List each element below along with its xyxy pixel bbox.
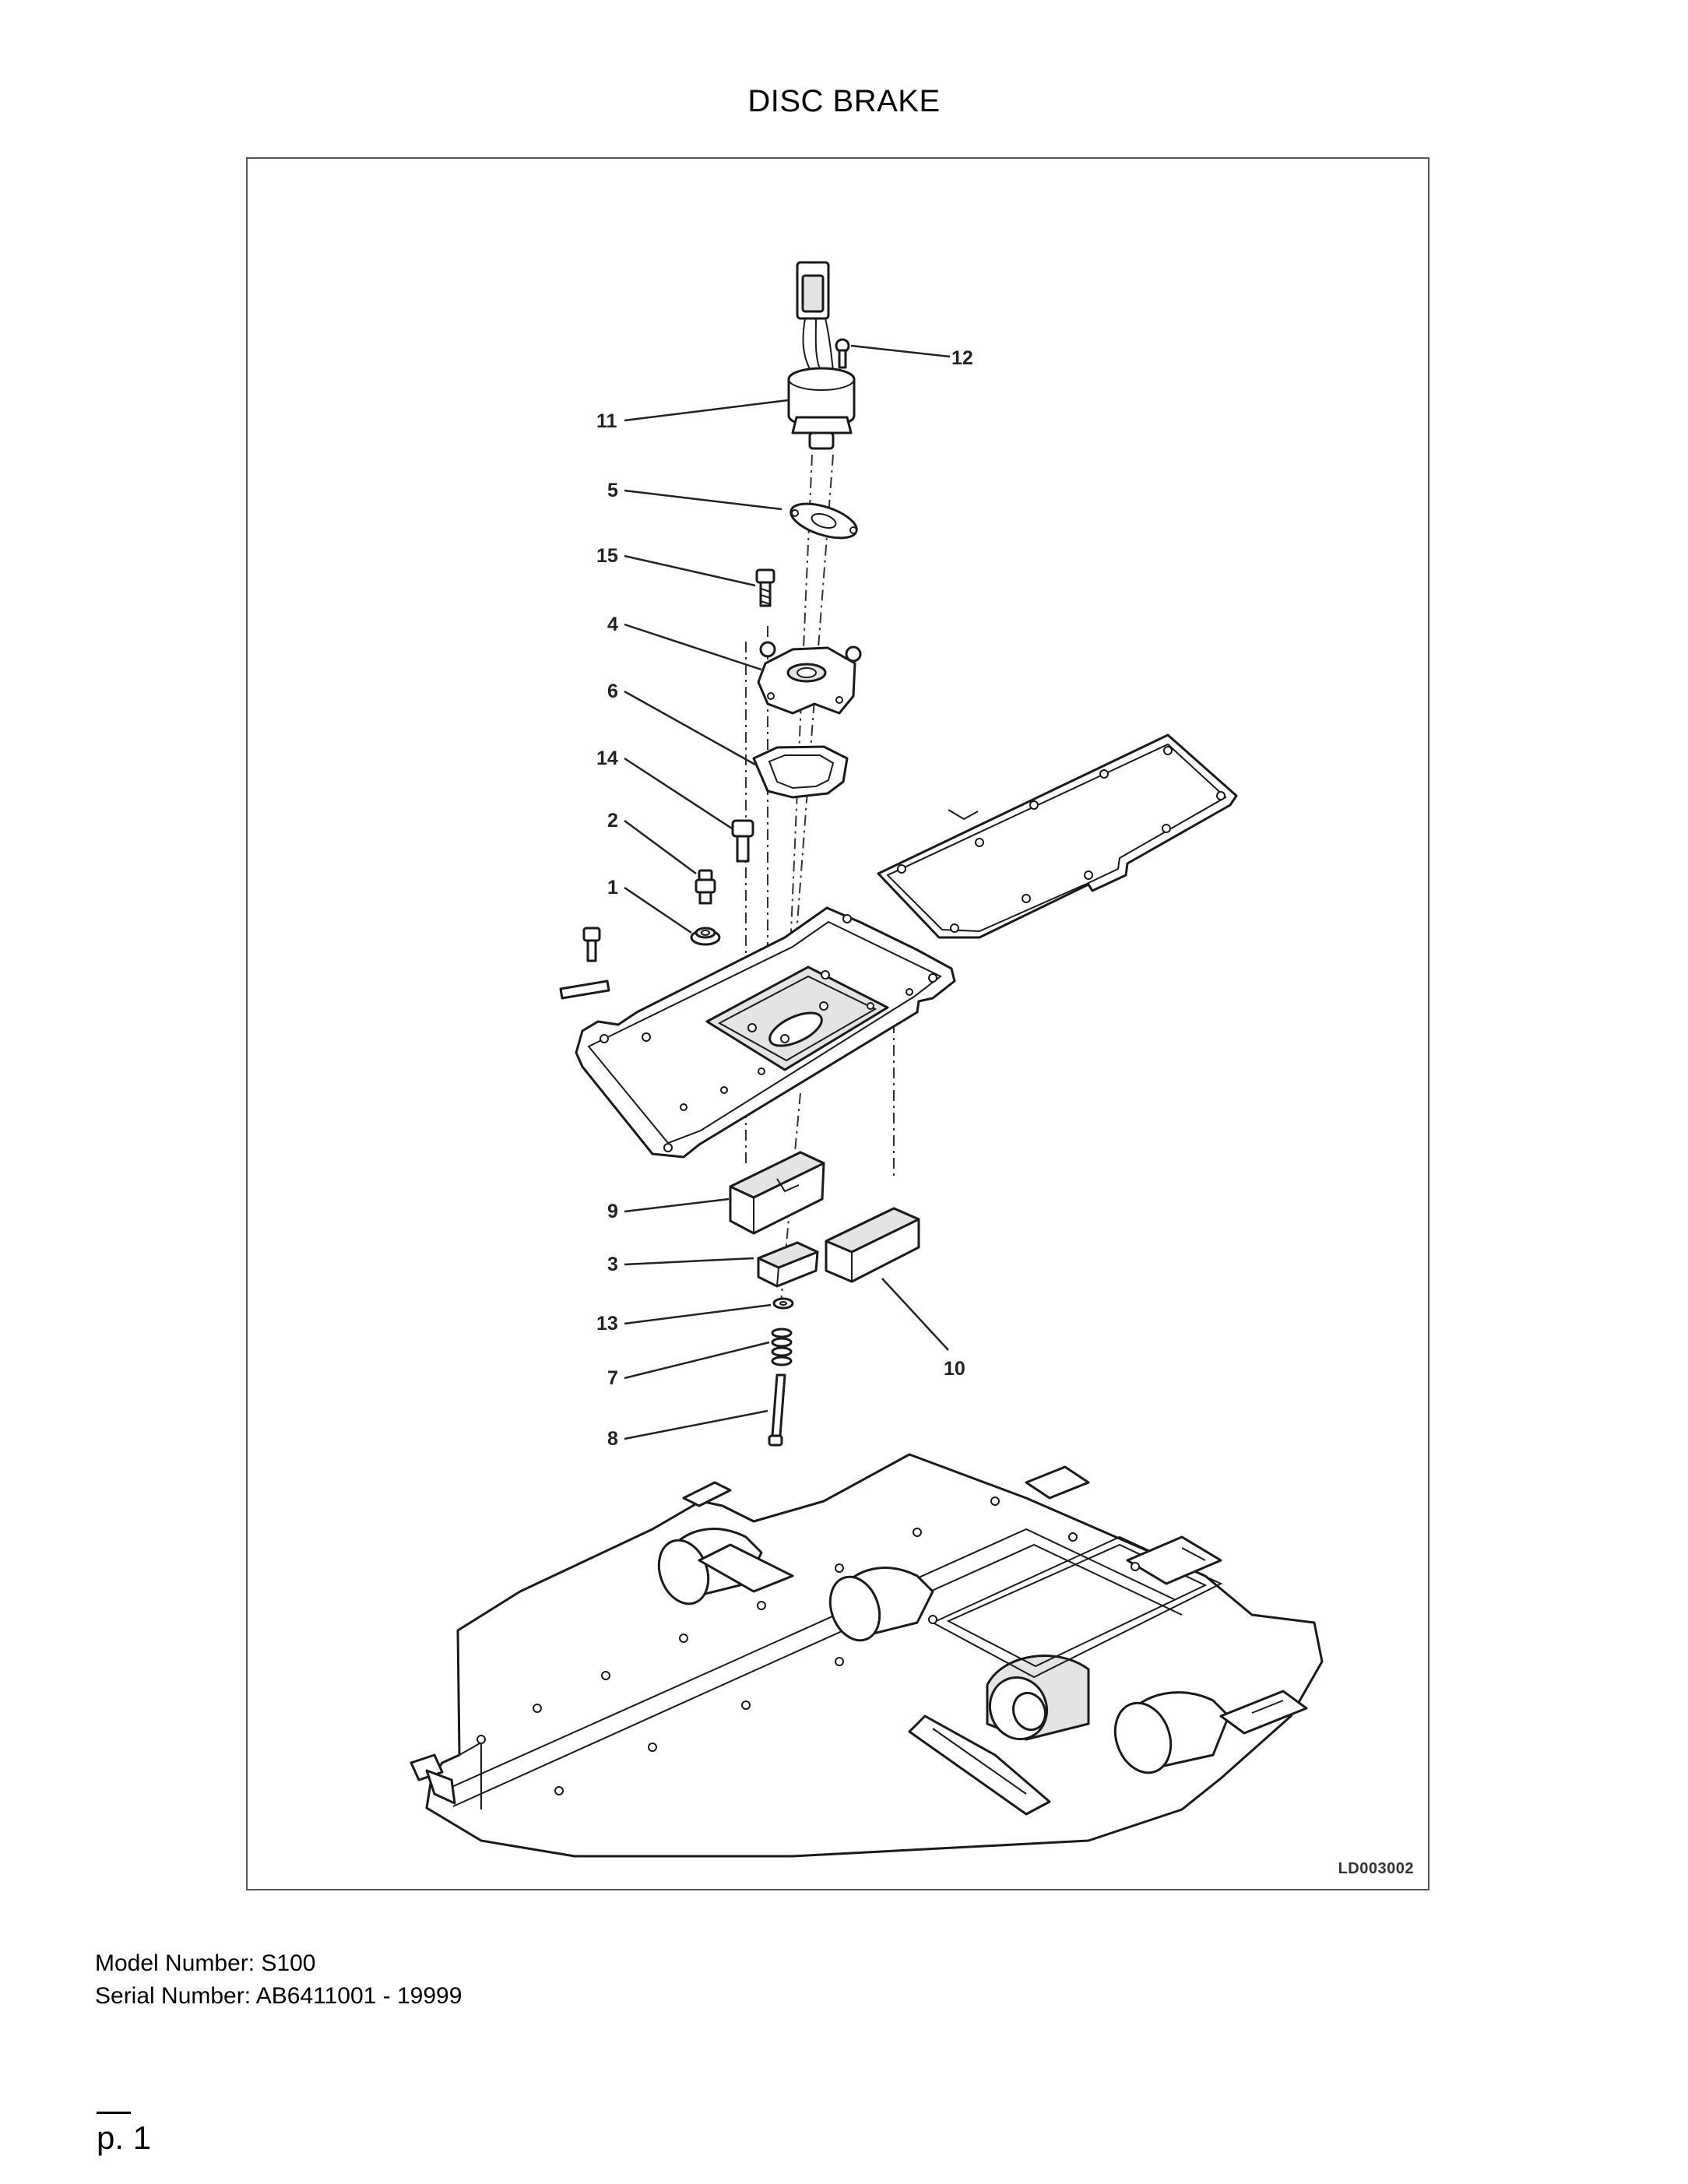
- housing-gasket: [752, 745, 849, 799]
- diagram-frame: 12 11 5 15 4 6 14 2 1 9 3 13 7 8 10 LD00…: [246, 157, 1430, 1890]
- brake-plate: [575, 906, 956, 1159]
- side-clip: [559, 979, 610, 1000]
- page-rule: [97, 2112, 131, 2114]
- callout-2: 2: [607, 810, 618, 832]
- callout-13: 13: [596, 1313, 618, 1335]
- callout-7: 7: [607, 1367, 618, 1389]
- callout-3: 3: [607, 1254, 618, 1275]
- model-number: Model Number: S100: [95, 1950, 316, 1976]
- bolt-large: [731, 819, 754, 863]
- callout-5: 5: [607, 480, 618, 501]
- drawing-reference-code: LD003002: [1338, 1860, 1414, 1877]
- pin: [768, 1373, 786, 1447]
- callout-4: 4: [607, 614, 618, 635]
- page-title: DISC BRAKE: [747, 84, 941, 118]
- callout-14: 14: [596, 747, 618, 769]
- brake-pad-carrier: [729, 1151, 825, 1235]
- small-washer: [772, 1297, 794, 1310]
- valve-housing: [757, 641, 862, 715]
- serial-number: Serial Number: AB6411001 - 19999: [95, 1983, 462, 2009]
- screw: [835, 338, 850, 369]
- washer: [690, 927, 721, 946]
- brake-solenoid: [787, 261, 856, 450]
- callout-15: 15: [596, 545, 618, 567]
- callout-8: 8: [607, 1428, 618, 1450]
- fitting: [695, 869, 716, 905]
- leader-lines: [624, 344, 951, 1440]
- spacer-block: [757, 1241, 819, 1288]
- side-bolt: [582, 927, 601, 962]
- brake-pad: [825, 1207, 920, 1283]
- cover-plate: [877, 733, 1238, 939]
- callout-numbers: 12 11 5 15 4 6 14 2 1 9 3 13 7 8 10: [596, 347, 973, 1450]
- chassis-frame: [410, 1453, 1324, 1858]
- page-number: p. 1: [97, 2119, 152, 2156]
- callout-11: 11: [596, 410, 617, 432]
- callout-6: 6: [607, 681, 618, 702]
- callout-12: 12: [951, 347, 973, 369]
- solenoid-gasket: [789, 502, 858, 540]
- spring: [771, 1328, 793, 1366]
- callout-10: 10: [944, 1358, 965, 1380]
- callout-9: 9: [607, 1201, 618, 1222]
- exploded-parts-diagram: 12 11 5 15 4 6 14 2 1 9 3 13 7 8 10: [410, 261, 1324, 1858]
- bolt: [755, 568, 775, 607]
- callout-1: 1: [607, 877, 618, 899]
